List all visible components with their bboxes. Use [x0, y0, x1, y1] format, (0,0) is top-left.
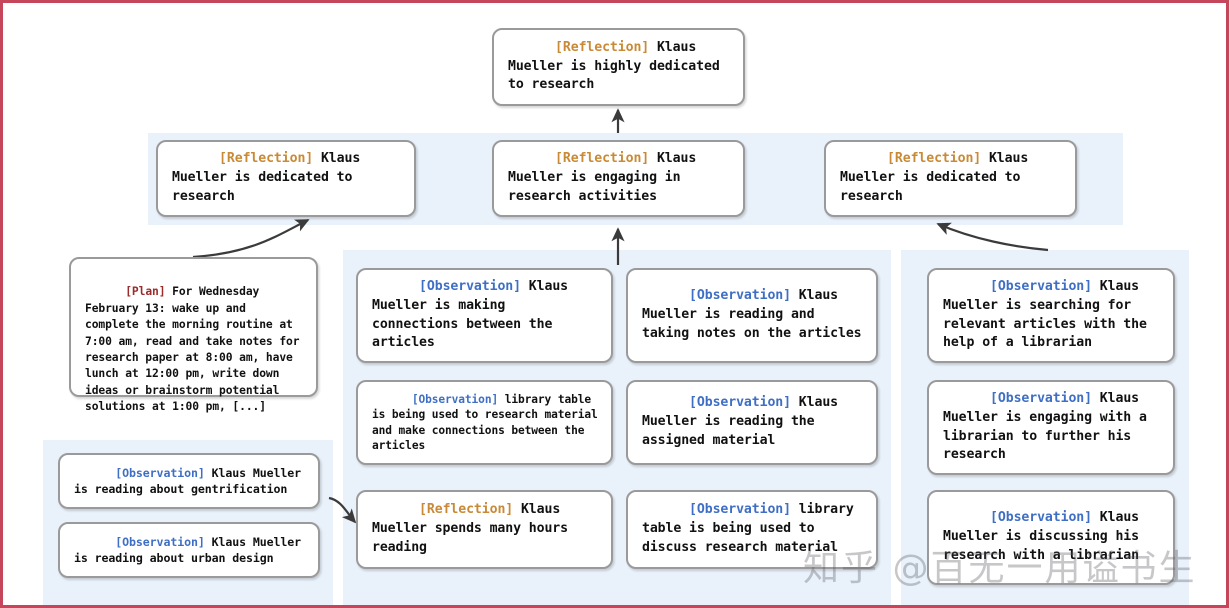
- memory-node-reflection-mid-3[interactable]: [Reflection] Klaus Mueller spends many h…: [356, 490, 613, 569]
- memory-node-root-reflection[interactable]: [Reflection] Klaus Mueller is highly ded…: [492, 28, 745, 106]
- node-text: Klaus Mueller is highly dedicated to res…: [508, 39, 728, 93]
- node-text: Klaus Mueller is making connections betw…: [372, 279, 576, 351]
- memory-node-observation-right-3[interactable]: [Observation] Klaus Mueller is discussin…: [927, 490, 1175, 585]
- tag-reflection: [Reflection]: [887, 151, 982, 167]
- tag-observation: [Observation]: [411, 392, 499, 406]
- node-text: library table is being used to research …: [372, 392, 605, 452]
- node-text: Klaus Mueller is discussing his research…: [943, 510, 1147, 563]
- arrow-right-observations-to-reflection3: [936, 222, 1049, 252]
- memory-node-observation-mid-1[interactable]: [Observation] Klaus Mueller is making co…: [356, 268, 613, 363]
- memory-node-observation-left-1[interactable]: [Observation] Klaus Mueller is reading a…: [58, 453, 320, 509]
- memory-node-observation-right-1[interactable]: [Observation] Klaus Mueller is searching…: [927, 268, 1175, 363]
- memory-node-plan[interactable]: [Plan] For Wednesday February 13: wake u…: [69, 257, 318, 413]
- node-text: Klaus Mueller is dedicated to research: [172, 151, 369, 204]
- tag-plan: [Plan]: [125, 285, 166, 299]
- node-text: Klaus Mueller is reading about gentrific…: [74, 465, 308, 496]
- tag-observation: [Observation]: [115, 465, 205, 480]
- memory-node-reflection-2[interactable]: [Reflection] Klaus Mueller is engaging i…: [492, 140, 745, 217]
- node-text: Klaus Mueller is reading about urban des…: [74, 534, 308, 565]
- node-text: Klaus Mueller is engaging with a librari…: [943, 391, 1155, 463]
- tag-reflection: [Reflection]: [555, 151, 650, 167]
- tag-reflection: [Reflection]: [419, 502, 514, 518]
- tag-observation: [Observation]: [990, 279, 1092, 295]
- memory-node-observation-mid-2[interactable]: [Observation] library table is being use…: [356, 380, 613, 465]
- memory-node-reflection-3[interactable]: [Reflection] Klaus Mueller is dedicated …: [824, 140, 1077, 217]
- node-text: Klaus Mueller is reading and taking note…: [642, 288, 862, 341]
- tag-observation: [Observation]: [990, 510, 1092, 526]
- tag-observation: [Observation]: [419, 279, 521, 295]
- node-text: Klaus Mueller is dedicated to research: [840, 151, 1037, 204]
- node-text: library table is being used to discuss r…: [642, 502, 862, 555]
- tag-observation: [Observation]: [115, 534, 205, 549]
- tag-observation: [Observation]: [689, 395, 791, 411]
- node-text: For Wednesday February 13: wake up and c…: [85, 285, 307, 413]
- node-text: Klaus Mueller spends many hours reading: [372, 502, 576, 555]
- tag-observation: [Observation]: [990, 391, 1092, 407]
- arrow-plan-to-reflection1: [192, 219, 310, 259]
- tag-observation: [Observation]: [689, 502, 791, 518]
- node-text: Klaus Mueller is engaging in research ac…: [508, 151, 705, 204]
- tag-reflection: [Reflection]: [219, 151, 314, 167]
- node-text: Klaus Mueller is reading the assigned ma…: [642, 395, 846, 448]
- node-text: Klaus Mueller is searching for relevant …: [943, 279, 1155, 351]
- memory-node-observation-left-2[interactable]: [Observation] Klaus Mueller is reading a…: [58, 522, 320, 578]
- memory-node-reflection-1[interactable]: [Reflection] Klaus Mueller is dedicated …: [156, 140, 416, 217]
- memory-node-observation-right-2[interactable]: [Observation] Klaus Mueller is engaging …: [927, 380, 1175, 475]
- memory-node-observation-center-2[interactable]: [Observation] Klaus Mueller is reading t…: [626, 380, 878, 465]
- tag-observation: [Observation]: [689, 288, 791, 304]
- memory-node-observation-center-3[interactable]: [Observation] library table is being use…: [626, 490, 878, 569]
- memory-node-observation-center-1[interactable]: [Observation] Klaus Mueller is reading a…: [626, 268, 878, 363]
- tag-reflection: [Reflection]: [555, 39, 650, 55]
